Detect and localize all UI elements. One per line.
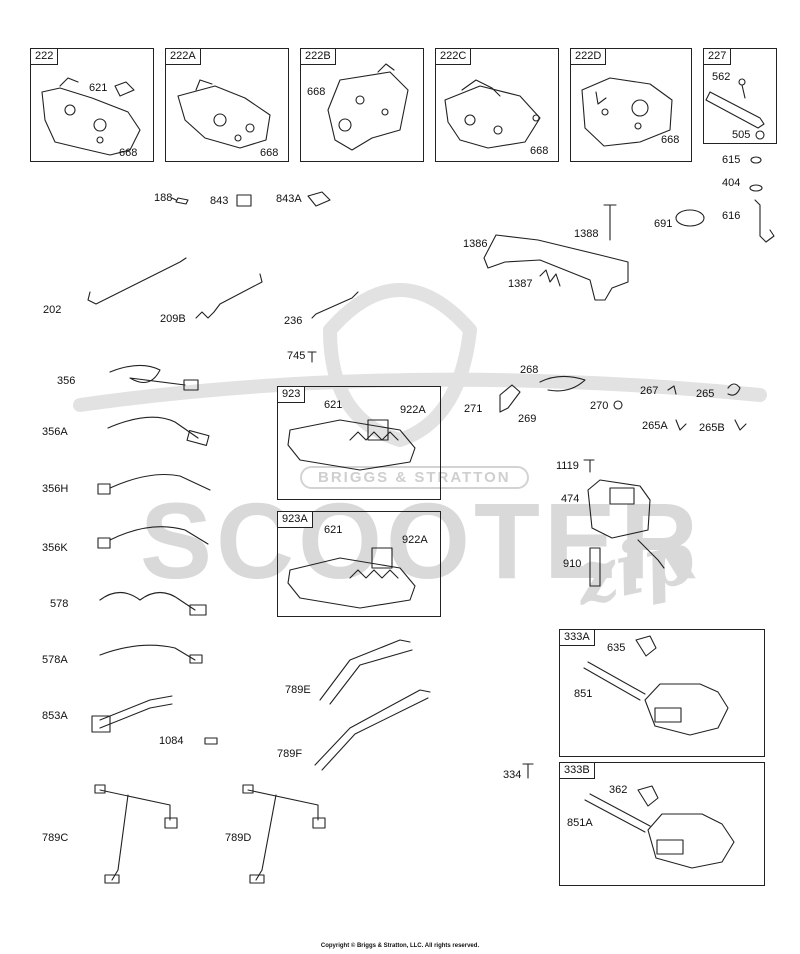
- part-label-1388: 1388: [574, 228, 599, 240]
- watermark-swoosh-icon: [73, 283, 767, 447]
- part-label: 668: [307, 86, 326, 98]
- part-label-789C: 789C: [42, 832, 69, 844]
- part-label-265B: 265B: [699, 422, 725, 434]
- part-label-209B: 209B: [160, 313, 186, 325]
- box-333B: 333B 362 851A: [559, 762, 765, 886]
- part-label-910: 910: [563, 558, 582, 570]
- part-label-789F: 789F: [277, 748, 303, 760]
- part-label: 621: [89, 82, 108, 94]
- copyright-notice: Copyright © Briggs & Stratton, LLC. All …: [320, 943, 480, 949]
- box-tag: 222B: [301, 49, 336, 65]
- part-label-236: 236: [284, 315, 303, 327]
- part-label-356A: 356A: [42, 426, 68, 438]
- throttle-cable-icon: [499, 375, 747, 431]
- part-label-745: 745: [287, 350, 306, 362]
- part-label: 922A: [402, 534, 428, 546]
- part-label-202: 202: [43, 304, 62, 316]
- box-tag: 923: [278, 387, 306, 403]
- part-label-334: 334: [503, 769, 522, 781]
- part-label-578: 578: [50, 598, 69, 610]
- part-label-356H: 356H: [42, 483, 69, 495]
- part-label-270: 270: [590, 400, 609, 412]
- part-label: 668: [119, 147, 138, 159]
- part-label: 922A: [400, 404, 426, 416]
- box-tag: 222: [31, 49, 59, 65]
- part-label-265A: 265A: [642, 420, 668, 432]
- part-label: 505: [732, 129, 751, 141]
- box-222D: 222D 668: [570, 48, 692, 162]
- box-227: 227 562 505: [703, 48, 777, 144]
- watermark-brand: BRIGGS & STRATTON: [300, 466, 529, 489]
- box-tag: 923A: [278, 512, 313, 528]
- part-label-691: 691: [654, 218, 673, 230]
- box-tag: 333B: [560, 763, 595, 779]
- part-label: 851A: [567, 817, 593, 829]
- link-rod-icon: [87, 257, 359, 363]
- box-tag: 222A: [166, 49, 201, 65]
- box-222B: 222B 668: [300, 48, 424, 162]
- part-label-265: 265: [696, 388, 715, 400]
- ignition-armature-474-icon: [583, 459, 665, 587]
- part-label: 668: [661, 134, 680, 146]
- watermark-main: SCOOTER: [140, 480, 703, 601]
- part-label-356: 356: [57, 375, 76, 387]
- box-tag: 333A: [560, 630, 595, 646]
- part-label-853A: 853A: [42, 710, 68, 722]
- box-tag: 222D: [571, 49, 607, 65]
- part-label: 362: [609, 784, 628, 796]
- box-923A: 923A 621 922A: [277, 511, 441, 617]
- box-tag: 227: [704, 49, 732, 65]
- governor-bracket-222-icon: [41, 77, 141, 156]
- part-label-267: 267: [640, 385, 659, 397]
- part-label-843: 843: [210, 195, 229, 207]
- part-label-474: 474: [561, 493, 580, 505]
- throttle-lever-227-icon: [705, 78, 765, 140]
- t-harness-icon: [94, 784, 326, 884]
- part-label-616: 616: [722, 210, 741, 222]
- linkage-plate-923-icon: [287, 419, 416, 471]
- part-label: 668: [530, 145, 549, 157]
- box-923: 923 621 922A: [277, 386, 441, 500]
- part-label-1386: 1386: [463, 238, 488, 250]
- ignition-coil-333B-icon: [584, 785, 735, 869]
- box-222C: 222C 668: [435, 48, 559, 162]
- part-label-789D: 789D: [225, 832, 252, 844]
- part-label-271: 271: [464, 403, 483, 415]
- ignition-coil-333A-icon: [522, 635, 729, 779]
- part-label-1084: 1084: [159, 735, 184, 747]
- part-label: 562: [712, 71, 731, 83]
- part-label-615: 615: [722, 154, 741, 166]
- part-label-356K: 356K: [42, 542, 68, 554]
- linkage-plate-923A-icon: [287, 547, 416, 609]
- part-label-843A: 843A: [276, 193, 302, 205]
- part-label-789E: 789E: [285, 684, 311, 696]
- control-bracket-1386-icon: [483, 204, 629, 301]
- wire-harness-icon: [91, 364, 218, 745]
- governor-bracket-222B-icon: [327, 63, 409, 151]
- part-label: 851: [574, 688, 593, 700]
- part-label-1119: 1119: [556, 460, 579, 472]
- part-label: 635: [607, 642, 626, 654]
- bolt-icon: [171, 156, 775, 243]
- box-333A: 333A 635 851: [559, 629, 765, 757]
- governor-bracket-222D-icon: [581, 77, 673, 147]
- governor-bracket-222A-icon: [177, 79, 271, 149]
- box-222: 222 621 668: [30, 48, 154, 162]
- governor-bracket-222C-icon: [444, 79, 541, 149]
- part-label: 621: [324, 399, 343, 411]
- part-label: 668: [260, 147, 279, 159]
- box-222A: 222A 668: [165, 48, 289, 162]
- part-label: 621: [324, 524, 343, 536]
- box-tag: 222C: [436, 49, 472, 65]
- part-label-268: 268: [520, 364, 539, 376]
- part-label-404: 404: [722, 177, 741, 189]
- part-label-1387: 1387: [508, 278, 533, 290]
- wire-harness-789-icon: [314, 639, 431, 771]
- part-label-269: 269: [518, 413, 537, 425]
- part-label-188: 188: [154, 192, 173, 204]
- part-label-578A: 578A: [42, 654, 68, 666]
